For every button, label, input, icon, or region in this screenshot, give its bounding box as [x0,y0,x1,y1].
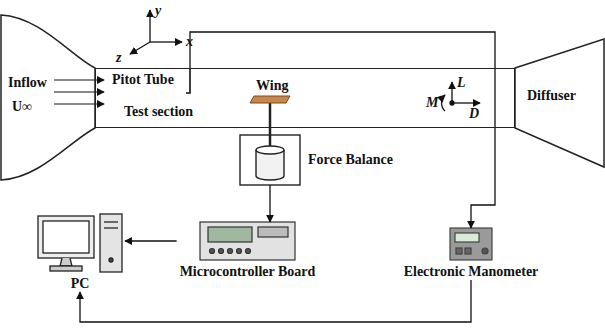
inflow-arrows [54,80,104,104]
test-section-text: Test section [124,104,193,120]
force-vectors-part [452,102,480,103]
pc-text: PC [71,276,90,292]
microcontroller-board-text: Microcontroller Board [180,264,316,280]
wing-model-part [250,96,290,103]
inflow-arrows-part [54,79,104,80]
signal-line [80,280,471,322]
microcontroller-board-symbol-part [258,227,288,237]
force-balance-text: Force Balance [308,152,393,168]
contraction-inlet-shape [1,15,95,180]
manometer-symbol-part [465,248,471,254]
manometer-symbol-part [482,248,488,254]
moment-label: M [426,95,438,111]
force-balance-symbol-part [256,146,284,154]
pc-symbol-part [109,258,113,262]
contraction-inlet-text: Inflow [8,75,47,91]
wing-model-part [269,100,272,150]
pc-symbol-part [43,221,89,253]
pc-symbol [38,214,122,272]
force-balance: Force Balance [240,135,397,185]
force-balance-symbol [240,135,300,185]
manometer-symbol-part [456,248,462,254]
force-label: L [457,75,466,91]
contraction-inlet: InflowU∞ [0,15,95,180]
diffuser-shape [515,39,604,167]
force-label: D [469,106,479,122]
axes-part [130,42,150,54]
pc-symbol-part [38,216,94,258]
pc-symbol-part [60,258,72,266]
axis-label: y [155,3,161,19]
manometer-symbol-part [450,228,492,260]
microcontroller-board-symbol-part [210,249,251,254]
part-label: Wing [256,78,288,94]
pc-symbol-part [50,266,82,271]
diffuser-text: Diffuser [527,88,576,104]
board-button [237,249,242,254]
inflow-arrows-part [54,103,104,104]
board-button [219,249,224,254]
manometer-symbol-part [455,233,479,242]
signal-line [125,240,177,241]
microcontroller-board-symbol [200,222,295,260]
test-section-text: Pitot Tube [112,72,174,88]
axes-part [149,10,150,42]
contraction-inlet-text: U∞ [12,99,32,115]
microcontroller-board-symbol-part [200,222,295,260]
axis-label: x [186,34,193,50]
board-button [210,249,215,254]
force-vectors-part [442,95,445,111]
signal-line [190,32,495,228]
axis-label: z [116,50,121,66]
signal-line [269,185,270,222]
board-button [228,249,233,254]
contraction-inlet-outline [0,15,95,180]
pc-symbol-part [104,221,118,222]
board-button [246,249,251,254]
electronic-manometer-text: Electronic Manometer [404,264,539,280]
electronic-manometer: Electronic Manometer [401,228,542,280]
wing-model [250,96,290,150]
force-vectors-part [451,82,452,103]
pc-symbol-part [100,214,122,272]
force-balance-symbol-part [240,135,300,185]
axes-part [150,41,182,42]
pc-symbol-part [104,227,118,228]
manometer-symbol [450,228,492,260]
inflow-arrows-part [54,91,104,92]
test-section: Pitot TubeTest section [95,68,515,128]
diffuser: Diffuser [515,38,605,168]
pitot-probe [186,68,190,93]
pc: PC [35,214,125,292]
microcontroller-board-symbol-part [208,227,252,242]
microcontroller-board: Microcontroller Board [177,222,319,280]
